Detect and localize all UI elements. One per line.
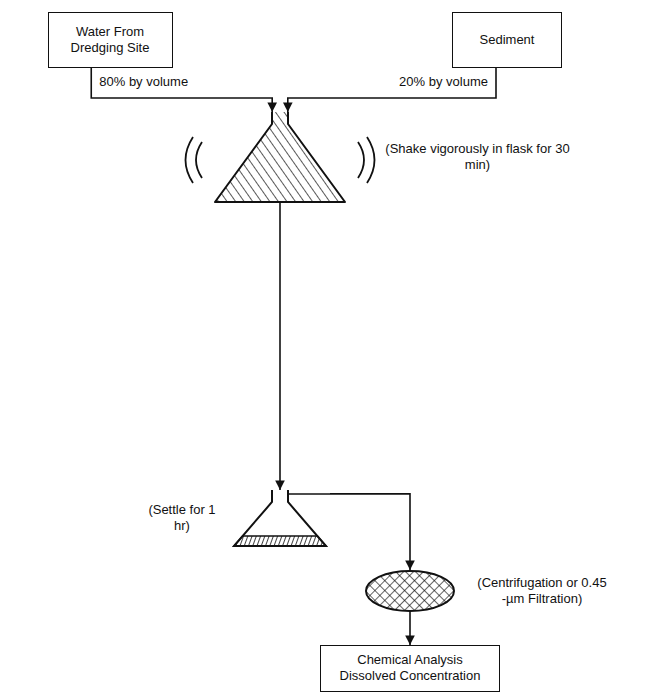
result-box: Chemical Analysis Dissolved Concentratio… xyxy=(320,645,500,692)
step-note: (Settle for 1 hr) xyxy=(142,502,222,535)
flow-arrow xyxy=(330,494,410,570)
flow-arrow xyxy=(409,612,411,645)
filter: (Centrifugation or 0.45 -µm Filtration) xyxy=(365,570,455,612)
step-note: (Shake vigorously in flask for 30 min) xyxy=(385,141,570,174)
settling-flask-outline xyxy=(230,490,330,546)
edge-label: 80% by volume xyxy=(97,74,190,90)
annotation: (Shake vigorously in flask for 30 min) xyxy=(385,141,570,174)
flow-arrow xyxy=(279,202,281,490)
edge-label: 20% by volume xyxy=(397,74,490,90)
filter-body xyxy=(366,571,454,611)
annotation: (Centrifugation or 0.45 -µm Filtration) xyxy=(467,575,617,608)
step-note: (Centrifugation or 0.45 -µm Filtration) xyxy=(467,575,617,608)
source-box: Water From Dredging Site xyxy=(48,12,173,68)
filter-outline xyxy=(365,570,455,612)
box-text: Water From Dredging Site xyxy=(57,24,164,57)
source-box: Sediment xyxy=(452,12,562,68)
annotation: (Settle for 1 hr) xyxy=(142,502,222,535)
settling-flask: (Settle for 1 hr) xyxy=(230,490,330,546)
shake-flask: (Shake vigorously in flask for 30 min) xyxy=(215,112,345,202)
flow-arrow xyxy=(91,68,272,112)
shake-mark xyxy=(196,142,202,178)
box-text: Chemical Analysis Dissolved Concentratio… xyxy=(329,652,491,685)
flask-body xyxy=(215,112,345,202)
shake-mark xyxy=(367,137,375,183)
shake-mark xyxy=(358,142,364,178)
box-text: Sediment xyxy=(480,32,535,48)
decant-tube xyxy=(288,493,330,495)
flask-body xyxy=(234,490,326,546)
shake-flask-outline xyxy=(215,112,345,202)
flow-arrow xyxy=(288,68,496,112)
sediment-layer xyxy=(234,536,326,546)
shake-mark xyxy=(186,137,194,183)
